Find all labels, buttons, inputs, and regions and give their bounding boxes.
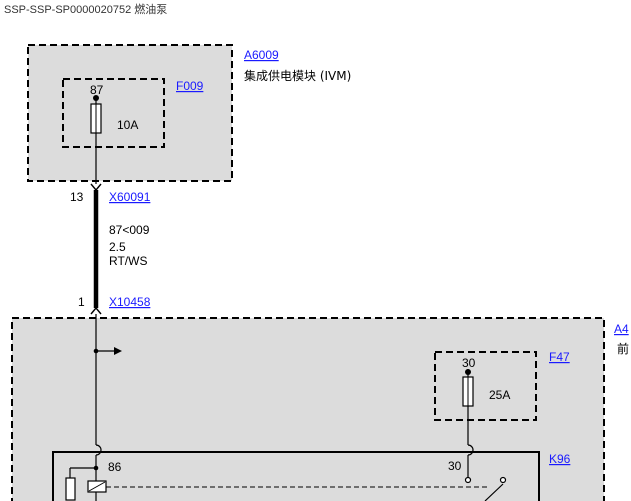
wire-crossing-left: [95, 444, 102, 456]
relay-switch-arm: [484, 483, 504, 501]
fuse-f47-box: [434, 351, 537, 421]
fuse-f47-pin: 30: [462, 356, 476, 370]
wire-size-label: 2.5: [109, 240, 126, 254]
relay-contact-open: [499, 476, 507, 484]
wire-circuit-label: 87<009: [109, 223, 150, 237]
connector-x10458-link[interactable]: X10458: [109, 295, 151, 309]
relay-pin86-label: 86: [108, 460, 122, 474]
relay-pin30-label: 30: [448, 459, 462, 473]
connector-x10458-symbol: [90, 306, 102, 315]
relay-resistor-symbol: [65, 477, 76, 501]
fuse-f47-link[interactable]: F47: [549, 350, 570, 364]
relay-contact-fixed: [464, 476, 472, 484]
fuse-f009-terminal: [93, 95, 99, 101]
relay-k96-box: [52, 451, 540, 501]
branch-arrow-icon: [114, 347, 122, 355]
fuse-f47-terminal: [465, 369, 471, 375]
fuse-f009-rating: 10A: [117, 118, 138, 132]
relay-k96-link[interactable]: K96: [549, 452, 571, 466]
module-a6009-link[interactable]: A6009: [244, 48, 279, 62]
fuse-f009-box: [62, 78, 165, 148]
fuse-f009-link[interactable]: F009: [176, 79, 204, 93]
connector-x60091-link[interactable]: X60091: [109, 190, 151, 204]
module-a6009-name: 集成供电模块 (IVM): [244, 68, 351, 83]
page-title: SSP-SSP-SP0000020752 燃油泵: [4, 4, 168, 16]
connector-x60091-pin: 13: [70, 190, 84, 204]
fuse-f009-pin: 87: [90, 83, 104, 97]
wire-color-label: RT/WS: [109, 254, 147, 268]
connector-x10458-pin: 1: [78, 295, 85, 309]
module-a4-link[interactable]: A4: [614, 322, 629, 336]
module-a4-name: 前: [617, 341, 629, 356]
connector-x60091-symbol: [90, 183, 102, 192]
fuse-f47-rating: 25A: [489, 388, 510, 402]
wire-crossing-right: [467, 444, 474, 456]
relay-coil-diagonal: [88, 481, 106, 492]
